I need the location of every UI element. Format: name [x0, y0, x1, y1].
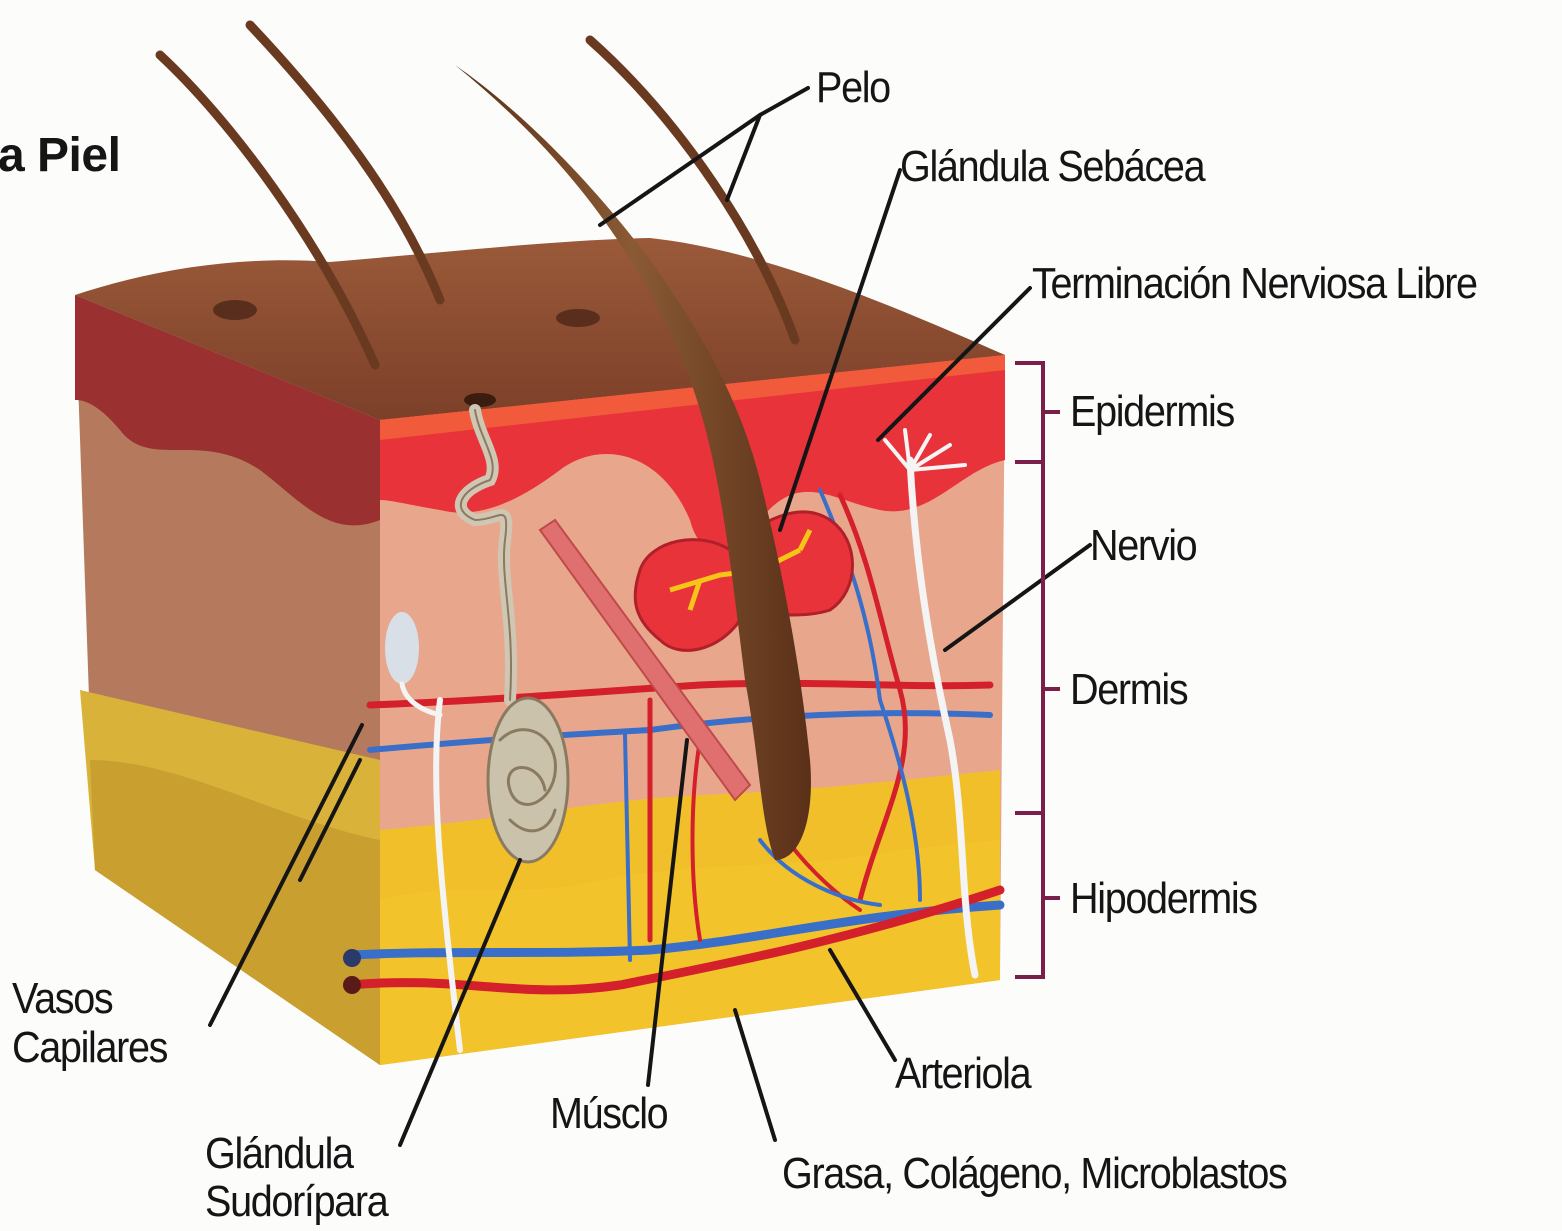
layer-brackets	[1015, 363, 1060, 977]
label-hipodermis: Hipodermis	[1070, 875, 1257, 923]
label-epidermis: Epidermis	[1070, 388, 1234, 436]
label-glandula-sudoripara-line1: Glándula	[205, 1130, 353, 1178]
label-grasa: Grasa, Colágeno, Microblastos	[782, 1150, 1287, 1198]
diagram-title: a Piel	[0, 132, 120, 180]
label-musculo: Músclo	[550, 1090, 667, 1138]
label-vasos-line2: Capilares	[12, 1024, 167, 1072]
label-glandula-sudoripara-line2: Sudorípara	[205, 1178, 387, 1226]
label-vasos-line1: Vasos	[12, 975, 112, 1023]
label-pelo: Pelo	[816, 64, 890, 112]
label-dermis: Dermis	[1070, 666, 1187, 714]
label-nervio: Nervio	[1090, 522, 1196, 570]
label-terminacion-nerviosa: Terminación Nerviosa Libre	[1032, 260, 1477, 308]
left-side-face	[75, 295, 380, 1065]
label-glandula-sebacea: Glándula Sebácea	[900, 143, 1204, 191]
label-arteriola: Arteriola	[895, 1050, 1030, 1098]
